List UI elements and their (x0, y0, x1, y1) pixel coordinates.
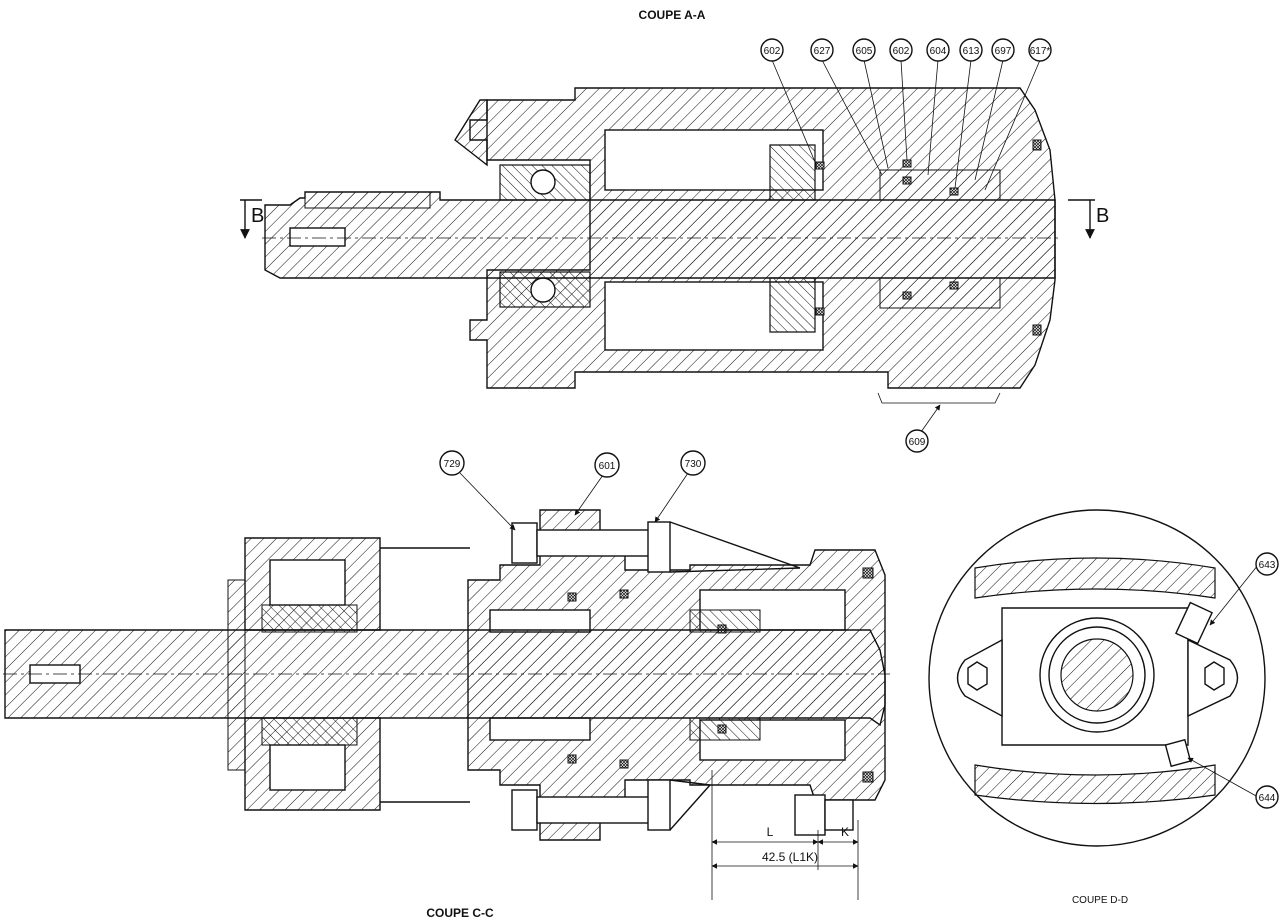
oring-c2 (619, 589, 629, 599)
callout-602-a: 602 (764, 46, 781, 57)
hub-d-outer (1039, 617, 1155, 733)
callout-609: 609 (909, 437, 926, 448)
band-d-bottom (974, 764, 1216, 805)
dim-l: L (767, 825, 774, 839)
callout-604: 604 (930, 46, 947, 57)
flange-ears-d (956, 638, 1239, 718)
section-d-view: 643 644 COUPE D-D (928, 509, 1279, 906)
oring-c8 (862, 771, 874, 783)
callout-617: 617* (1030, 46, 1051, 57)
section-a-title: COUPE A-A (639, 8, 706, 22)
dimensions-c: L K 42.5 (L1K) (711, 770, 859, 900)
fitting-644 (1164, 738, 1192, 768)
shaft-key-a (304, 191, 431, 209)
bearing-c-top (261, 604, 358, 633)
oring-a3 (902, 176, 912, 185)
callout-729: 729 (444, 459, 461, 470)
taper-bot (669, 779, 711, 831)
cavity-c4 (489, 717, 591, 741)
callout-613: 613 (963, 46, 980, 57)
shaft-a (264, 191, 1056, 279)
bolt-nut-730-top (647, 521, 671, 573)
section-d-title: COUPE D-D (1072, 895, 1128, 906)
callout-601: 601 (599, 461, 616, 472)
callout-circle-609 (905, 429, 929, 453)
callouts-c: 729 601 730 (439, 450, 706, 531)
oring-c5 (619, 759, 629, 769)
shaft-c (4, 629, 886, 727)
callout-697: 697 (995, 46, 1012, 57)
oring-a8 (902, 291, 912, 300)
callouts-a: 602 627 605 602 604 613 697 617* (760, 38, 1052, 191)
bolt-shank-top (536, 529, 656, 557)
oring-a1 (815, 161, 825, 170)
nose-a (454, 99, 488, 167)
oring-a2 (902, 159, 912, 168)
seal-ring-a2 (879, 277, 1001, 309)
callout-627: 627 (814, 46, 831, 57)
callout-730: 730 (685, 459, 702, 470)
hub-d-mid (1048, 626, 1146, 724)
section-mark-left: B (251, 205, 264, 227)
section-c-view: 729 601 730 L K 42.5 (L1K) COUPE C-C (3, 450, 890, 920)
section-a-view: COUPE A-A B (240, 8, 1109, 453)
bolt-head-right-bot (794, 794, 826, 836)
housing-c-left-inner1 (269, 559, 346, 606)
bolt-nut-right-bot (824, 799, 854, 831)
dim-k: K (841, 825, 849, 839)
bolt-head-bot (511, 789, 538, 831)
bolt-shank-bot (536, 796, 656, 824)
bolt-hex-right-d (1204, 661, 1225, 691)
bolt-hex-left-d (967, 661, 988, 691)
callout-605: 605 (856, 46, 873, 57)
cavity-c3 (489, 609, 591, 633)
callouts-d: 643 644 (1187, 552, 1279, 809)
oring-c7 (862, 567, 874, 579)
bolt-head-729-top (511, 522, 538, 564)
bearing-c-bot (261, 717, 358, 746)
view-d-outline (928, 509, 1266, 847)
bracket-609 (877, 392, 1001, 404)
band-d-top (974, 557, 1216, 599)
callout-644: 644 (1259, 793, 1276, 804)
housing-c-left-inner2 (269, 744, 346, 791)
oring-c1 (567, 592, 577, 602)
oring-a4 (949, 187, 959, 196)
oring-a5 (1032, 139, 1042, 151)
callout-602-b: 602 (893, 46, 910, 57)
section-c-title: COUPE C-C (426, 906, 494, 920)
dim-total: 42.5 (L1K) (762, 850, 818, 864)
oring-c6 (717, 724, 727, 734)
seal-ring-a1 (879, 169, 1001, 201)
leader-609 (920, 404, 941, 433)
shaft-bore-a (289, 227, 346, 247)
section-mark-right: B (1096, 205, 1109, 227)
callout-643: 643 (1259, 560, 1276, 571)
taper-top (669, 521, 801, 573)
fitting-643 (1175, 601, 1213, 645)
oring-a9 (949, 281, 959, 290)
oring-c4 (567, 754, 577, 764)
bolt-nut-bot (647, 779, 671, 831)
ball-a-top (530, 169, 556, 195)
shaft-d (1060, 638, 1134, 712)
oring-a6 (1032, 324, 1042, 336)
oring-a7 (815, 307, 825, 316)
ball-a-bot (530, 277, 556, 303)
